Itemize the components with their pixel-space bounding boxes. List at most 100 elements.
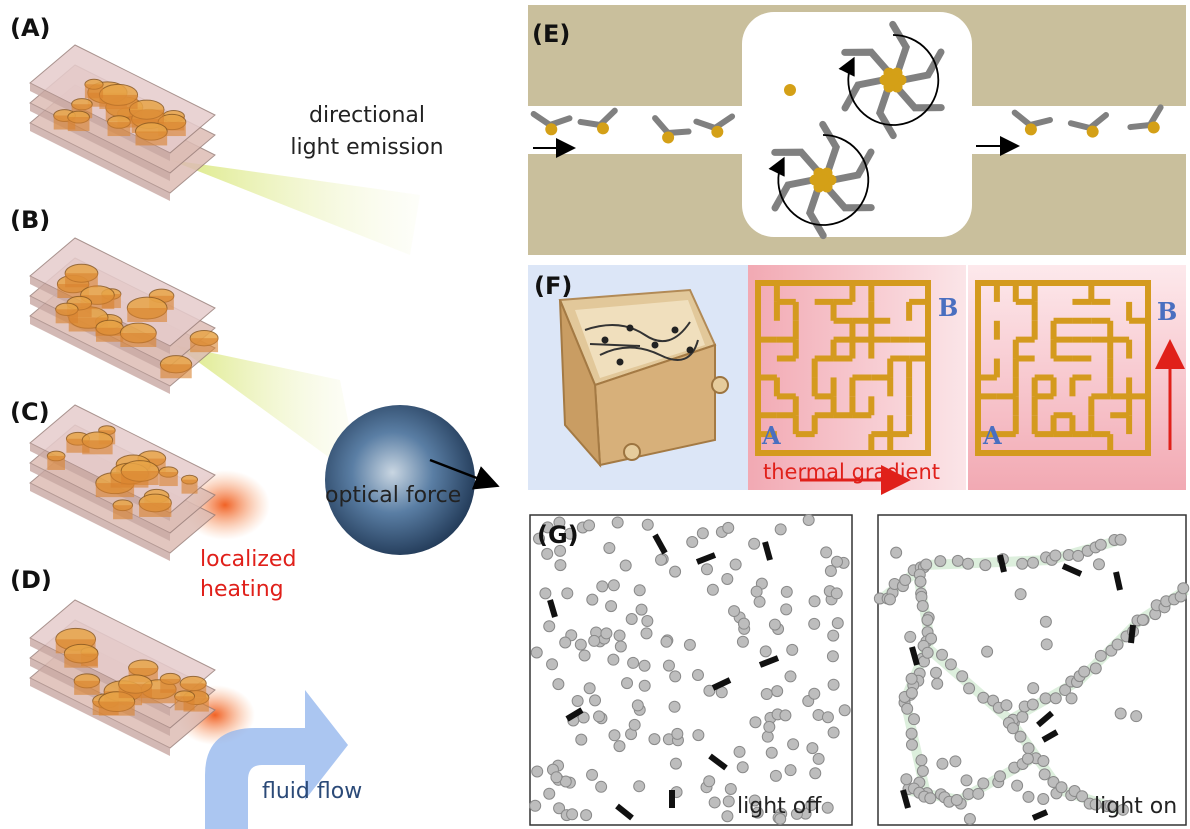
- microswimmer: [693, 113, 736, 138]
- particle-dot: [786, 643, 799, 656]
- rotor-arm-line: [819, 120, 840, 175]
- particle-dot: [771, 685, 784, 698]
- particle-dot: [905, 687, 918, 700]
- particle-dot: [1037, 755, 1050, 768]
- particle-dot: [554, 544, 567, 557]
- nanopillar-body: [118, 684, 152, 699]
- rod: [565, 707, 584, 722]
- particle-dot: [763, 720, 776, 733]
- particle-dot: [737, 617, 750, 630]
- particle-dot: [907, 713, 920, 726]
- microswimmer: [1011, 109, 1053, 136]
- rotor-arm: [819, 120, 840, 175]
- particle-dot: [761, 730, 774, 743]
- particle-dot: [721, 572, 734, 585]
- metasurface-stacks: [29, 44, 219, 756]
- particle-dot: [1049, 692, 1062, 705]
- particle-dot: [827, 678, 840, 691]
- rotor-arm: [806, 185, 827, 240]
- rod: [711, 677, 732, 691]
- particle-dot: [1039, 615, 1052, 628]
- particle-dot: [589, 694, 602, 707]
- free-particle: [784, 84, 796, 96]
- labyrinth-toy-image: [558, 288, 729, 468]
- caption-light-on: light on: [1094, 794, 1178, 819]
- metasurface-stack: [29, 44, 216, 201]
- particle-dot: [914, 575, 927, 588]
- particle-dot: [780, 585, 793, 598]
- metasurface-stack: [29, 404, 216, 561]
- particle-dot: [831, 555, 844, 568]
- maze-left: [755, 280, 931, 456]
- rod: [758, 655, 780, 668]
- particle-dot: [960, 774, 973, 787]
- particle-dot: [787, 738, 800, 751]
- particle-dot: [1022, 742, 1035, 755]
- particle-dot: [1116, 803, 1129, 816]
- particle-dot: [931, 677, 944, 690]
- particle-dot: [593, 710, 606, 723]
- maze-wall-outer: [755, 280, 931, 456]
- particle-dot: [660, 635, 673, 648]
- particle-dot: [962, 557, 975, 570]
- swimmer-particle: [662, 131, 675, 144]
- nanopillar-body: [135, 131, 168, 146]
- nanopillar-body: [107, 122, 131, 137]
- particle-dot: [614, 640, 627, 653]
- nanopillar-body: [139, 502, 172, 517]
- rotor-arm-line: [876, 85, 897, 140]
- particle-dot: [539, 587, 552, 600]
- particle-dot: [1040, 638, 1053, 651]
- particle-dot: [1026, 698, 1039, 711]
- rotor-arm-line: [771, 176, 817, 212]
- particle-dot: [963, 682, 976, 695]
- rod: [997, 554, 1007, 573]
- swimmer-particle: [545, 123, 558, 136]
- caption-localized-heating: localized heating: [200, 547, 297, 602]
- particle-dot: [575, 733, 588, 746]
- rotor-arm-line: [841, 76, 887, 112]
- particle-dot: [750, 585, 763, 598]
- particle-dot: [972, 787, 985, 800]
- particle-dot: [784, 764, 797, 777]
- caption-fluid-flow: fluid flow: [262, 779, 363, 804]
- caption-thermal-gradient: thermal gradient: [763, 460, 941, 484]
- particle-dot: [628, 718, 641, 731]
- particle-dot: [736, 761, 749, 774]
- particle-dot: [561, 587, 574, 600]
- particle-dot: [595, 780, 608, 793]
- particle-dot: [586, 768, 599, 781]
- rotor-arm: [829, 148, 875, 184]
- particle-dot: [696, 527, 709, 540]
- particle-dot: [648, 733, 661, 746]
- nanopillar-body: [120, 333, 157, 348]
- rotor-arm: [876, 85, 897, 140]
- swimmer-particle: [1024, 123, 1037, 136]
- particle-dot: [951, 554, 964, 567]
- particle-dot: [1021, 752, 1034, 765]
- particle-dot: [925, 632, 938, 645]
- nanopillar-body: [74, 680, 100, 695]
- particle-dot: [936, 757, 949, 770]
- microswimmer: [530, 110, 573, 136]
- nanopillar-body: [181, 479, 198, 494]
- nanopillar-body: [84, 84, 104, 99]
- particle-dot: [784, 670, 797, 683]
- particle-dot: [760, 688, 773, 701]
- particle-dot: [1130, 710, 1143, 723]
- particle-dot: [809, 767, 822, 780]
- particle-dot: [890, 546, 903, 559]
- particle-dot: [531, 765, 544, 778]
- rotor-arm: [841, 48, 892, 75]
- particle-dot: [613, 740, 626, 753]
- nanopillar-body: [190, 338, 219, 353]
- particle-dot: [824, 564, 837, 577]
- maze-start-label: A: [761, 421, 781, 450]
- rod: [909, 646, 920, 666]
- nanopillar-body: [82, 440, 113, 455]
- particle-dot: [691, 668, 704, 681]
- rotor-arm-line: [806, 185, 827, 240]
- particle-dot: [1114, 707, 1127, 720]
- particle-dot: [1027, 682, 1040, 695]
- rotor-arm-line: [829, 148, 875, 184]
